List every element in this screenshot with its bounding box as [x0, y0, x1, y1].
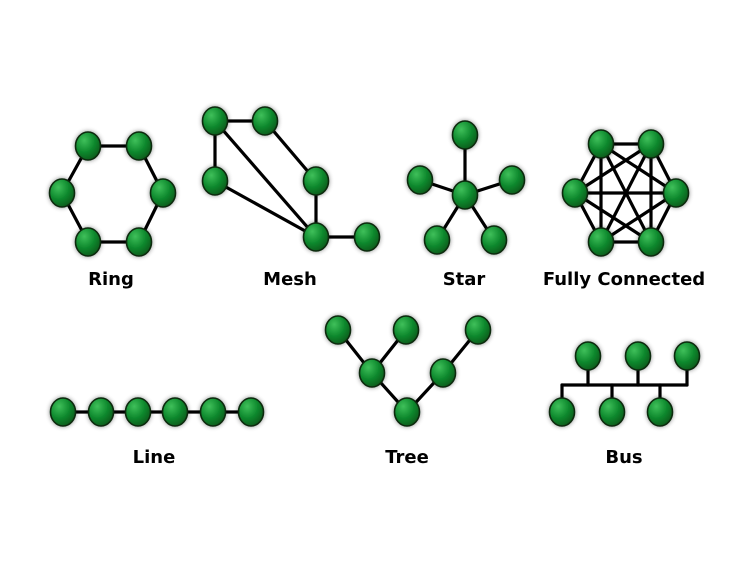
bus-graph — [548, 341, 701, 427]
fully-connected-graph — [561, 129, 690, 257]
fully-connected-edge-10 — [599, 191, 678, 244]
line-node-3 — [161, 397, 189, 427]
mesh-node-4 — [302, 222, 330, 252]
star-node-2 — [406, 165, 434, 195]
ring-node-5 — [48, 178, 76, 208]
bus-node-1 — [624, 341, 652, 371]
mesh-node-5 — [353, 222, 381, 252]
star-node-4 — [423, 225, 451, 255]
tree-node-2 — [429, 358, 457, 388]
line-node-2 — [124, 397, 152, 427]
line-graph — [49, 397, 265, 427]
fully-connected-edge-13 — [573, 191, 653, 244]
tree-label: Tree — [385, 447, 429, 468]
topology-star: Star — [406, 120, 526, 290]
fully-connected-node-3 — [637, 227, 665, 257]
line-node-4 — [199, 397, 227, 427]
mesh-node-2 — [201, 166, 229, 196]
tree-node-4 — [392, 315, 420, 345]
mesh-node-3 — [302, 166, 330, 196]
line-node-0 — [49, 397, 77, 427]
ring-label: Ring — [88, 269, 134, 290]
tree-node-0 — [393, 397, 421, 427]
star-label: Star — [443, 269, 486, 290]
star-node-5 — [480, 225, 508, 255]
bus-node-5 — [646, 397, 674, 427]
fully-connected-node-2 — [662, 178, 690, 208]
ring-node-2 — [149, 178, 177, 208]
topology-mesh: Mesh — [201, 106, 381, 290]
topology-fully-connected: Fully Connected — [543, 129, 705, 290]
ring-node-4 — [74, 227, 102, 257]
bus-node-0 — [574, 341, 602, 371]
tree-graph — [324, 315, 492, 427]
bus-node-4 — [598, 397, 626, 427]
fully-connected-edge-8 — [573, 142, 653, 195]
fully-connected-node-4 — [587, 227, 615, 257]
mesh-node-1 — [251, 106, 279, 136]
topology-bus: Bus — [548, 341, 701, 468]
topology-tree: Tree — [324, 315, 492, 468]
star-graph — [406, 120, 526, 255]
fully-connected-node-1 — [637, 129, 665, 159]
star-node-1 — [451, 120, 479, 150]
line-node-1 — [87, 397, 115, 427]
mesh-edge-4 — [213, 119, 318, 239]
fully-connected-node-5 — [561, 178, 589, 208]
mesh-graph — [201, 106, 381, 252]
fully-connected-label: Fully Connected — [543, 269, 705, 290]
mesh-edge-5 — [213, 179, 318, 239]
topology-line: Line — [49, 397, 265, 468]
ring-node-0 — [74, 131, 102, 161]
mesh-node-0 — [201, 106, 229, 136]
fully-connected-node-0 — [587, 129, 615, 159]
line-node-5 — [237, 397, 265, 427]
bus-node-2 — [673, 341, 701, 371]
ring-graph — [48, 131, 177, 257]
ring-node-3 — [125, 227, 153, 257]
tree-node-5 — [464, 315, 492, 345]
bus-node-3 — [548, 397, 576, 427]
line-label: Line — [133, 447, 176, 468]
ring-node-1 — [125, 131, 153, 161]
tree-node-1 — [358, 358, 386, 388]
mesh-label: Mesh — [263, 269, 317, 290]
topology-ring: Ring — [48, 131, 177, 290]
bus-label: Bus — [605, 447, 642, 468]
star-node-0 — [451, 180, 479, 210]
tree-node-3 — [324, 315, 352, 345]
star-node-3 — [498, 165, 526, 195]
